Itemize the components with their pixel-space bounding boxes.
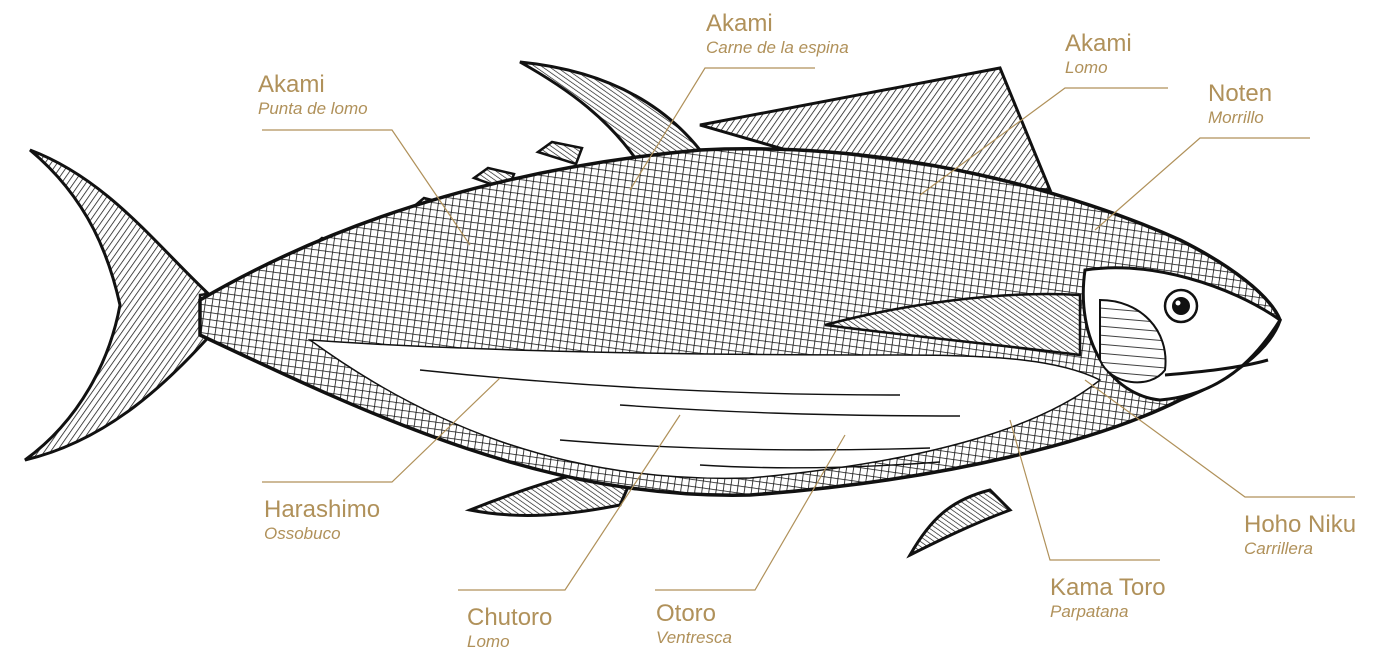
label-noten: Noten Morrillo xyxy=(1208,82,1272,126)
label-sub: Punta de lomo xyxy=(258,100,368,117)
fish-eye xyxy=(1165,290,1197,322)
label-name: Harashimo xyxy=(264,498,380,522)
label-sub: Ossobuco xyxy=(264,525,380,542)
label-name: Noten xyxy=(1208,82,1272,106)
label-sub: Parpatana xyxy=(1050,603,1166,620)
label-sub: Lomo xyxy=(467,633,552,650)
label-sub: Carrillera xyxy=(1244,540,1356,557)
pelvic-fin xyxy=(910,490,1010,555)
label-akami-punta: Akami Punta de lomo xyxy=(258,73,368,117)
label-sub: Morrillo xyxy=(1208,109,1272,126)
label-sub: Carne de la espina xyxy=(706,39,849,56)
label-hoho-niku: Hoho Niku Carrillera xyxy=(1244,513,1356,557)
label-name: Hoho Niku xyxy=(1244,513,1356,537)
label-sub: Lomo xyxy=(1065,59,1132,76)
label-otoro: Otoro Ventresca xyxy=(656,602,732,646)
label-name: Chutoro xyxy=(467,606,552,630)
label-name: Kama Toro xyxy=(1050,576,1166,600)
label-name: Otoro xyxy=(656,602,732,626)
label-chutoro: Chutoro Lomo xyxy=(467,606,552,650)
label-name: Akami xyxy=(706,12,849,36)
tail-fin xyxy=(25,150,215,460)
leader-noten xyxy=(1095,138,1310,230)
label-harashimo: Harashimo Ossobuco xyxy=(264,498,380,542)
label-akami-lomo: Akami Lomo xyxy=(1065,32,1132,76)
label-akami-carne: Akami Carne de la espina xyxy=(706,12,849,56)
label-name: Akami xyxy=(258,73,368,97)
label-kama-toro: Kama Toro Parpatana xyxy=(1050,576,1166,620)
label-name: Akami xyxy=(1065,32,1132,56)
label-sub: Ventresca xyxy=(656,629,732,646)
